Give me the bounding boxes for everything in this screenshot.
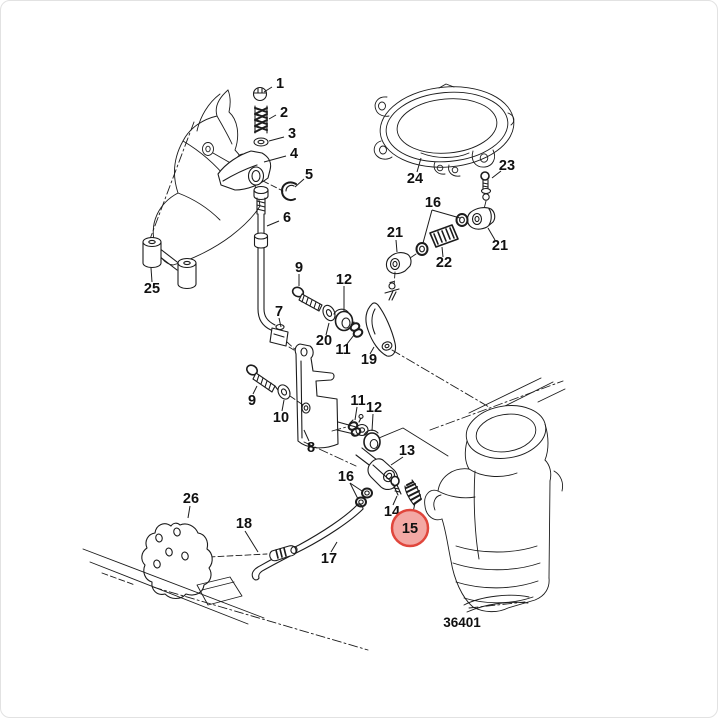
callout-7-label[interactable]: 7	[275, 304, 283, 320]
callout-21-label[interactable]: 21	[492, 238, 508, 254]
callout-leader-line	[278, 317, 282, 328]
part-8-shift-plate	[288, 343, 369, 449]
highlight-circle[interactable]	[390, 508, 430, 548]
callout-11-label[interactable]: 11	[350, 393, 365, 409]
callout-23-label[interactable]: 23	[499, 158, 515, 174]
callout-leader-line	[369, 346, 375, 355]
callout-leader-line	[263, 155, 287, 163]
callout-6-label[interactable]: 6	[283, 210, 291, 226]
part-11-clip-lower	[331, 419, 362, 437]
callout-leader-line	[349, 482, 363, 492]
callout-leader-line	[371, 413, 374, 432]
part-15-spring	[404, 479, 422, 506]
callout-leader-line	[487, 227, 496, 241]
part-6-shift-cable	[253, 197, 276, 331]
callout-leader-line	[346, 334, 355, 345]
part-21-ball-joint-right	[466, 207, 496, 230]
callout-leader-line	[281, 399, 285, 412]
callout-3-label[interactable]: 3	[288, 126, 296, 142]
callout-leader-line	[150, 267, 153, 283]
callout-15-label[interactable]: 15	[402, 521, 418, 537]
part-17-shift-rod	[251, 503, 364, 581]
callout-18-label[interactable]: 18	[236, 516, 252, 532]
callout-16-label[interactable]: 16	[338, 469, 354, 485]
callout-13-label[interactable]: 13	[399, 443, 415, 459]
part-2-spring	[254, 105, 268, 134]
callout-16-label[interactable]: 16	[425, 195, 441, 211]
part-12-bushing-lower	[363, 427, 449, 457]
callout-12-label[interactable]: 12	[336, 272, 352, 288]
callout-10-label[interactable]: 10	[273, 410, 289, 426]
callout-22-label[interactable]: 22	[436, 255, 452, 271]
part-3-washer	[253, 137, 269, 147]
part-12-bushing-upper	[333, 308, 354, 332]
part-16-locknut-upper-b	[415, 242, 429, 256]
part-4-anchor-bracket	[217, 150, 272, 201]
callout-leader-line	[187, 505, 191, 519]
callout-leader-line	[325, 322, 330, 336]
hull-reference-lines	[82, 548, 369, 651]
drawing-number: 36401	[443, 615, 481, 630]
part-9-screw-upper	[291, 286, 323, 312]
part-23-bolt	[480, 171, 492, 210]
part-20-washer	[322, 304, 336, 322]
callout-leader-line	[263, 86, 273, 93]
callout-leader-line	[303, 429, 310, 442]
part-9-screw-lower	[246, 364, 279, 393]
part-22-threaded-sleeve	[429, 224, 459, 248]
callout-leader-line	[349, 482, 359, 500]
callout-leader-line	[441, 246, 444, 258]
callout-4-label[interactable]: 4	[290, 146, 298, 162]
part-24-ring-plate	[373, 83, 515, 177]
callout-24-label[interactable]: 24	[407, 171, 423, 187]
callout-9-label[interactable]: 9	[248, 393, 256, 409]
part-16-locknut-upper-a	[455, 213, 469, 227]
callout-2-label[interactable]: 2	[280, 105, 288, 121]
callout-9-label[interactable]: 9	[295, 260, 303, 276]
callout-leader-line	[390, 456, 404, 466]
part-7-cable-end-guide	[269, 323, 300, 354]
part-14-screw	[390, 475, 402, 496]
callout-leader-line	[392, 495, 398, 506]
part-11-clip-upper	[349, 321, 364, 338]
callout-leader-line	[395, 239, 398, 253]
callout-26-label[interactable]: 26	[183, 491, 199, 507]
callout-leader-line	[268, 114, 277, 120]
callout-12-label[interactable]: 12	[366, 400, 382, 416]
callout-leader-line	[294, 178, 305, 188]
callout-25-label[interactable]: 25	[144, 281, 160, 297]
part-10-washer	[277, 384, 304, 406]
callout-leader-line	[252, 385, 258, 395]
callout-leader-line	[422, 209, 433, 244]
callout-leader-line	[244, 530, 259, 553]
callout-20-label[interactable]: 20	[316, 333, 332, 349]
callout-1-label[interactable]: 1	[276, 76, 284, 92]
callout-leader-line	[266, 220, 280, 227]
part-1-cable-barrel	[252, 86, 268, 102]
part-19-shift-lever	[365, 280, 490, 408]
callout-5-label[interactable]: 5	[305, 167, 313, 183]
callout-leader-line	[431, 209, 461, 219]
callout-11-label[interactable]: 11	[335, 342, 350, 358]
callout-leader-line	[268, 136, 285, 142]
callout-leader-line	[330, 541, 338, 553]
part-5-e-clip	[262, 180, 297, 201]
callout-leader-line	[354, 406, 358, 421]
callout-leader-line	[491, 170, 502, 179]
part-18-clevis-pin	[208, 545, 298, 562]
part-21-ball-joint-left	[385, 252, 417, 288]
callout-17-label[interactable]: 17	[321, 551, 337, 567]
callout-19-label[interactable]: 19	[361, 352, 377, 368]
drive-housing	[424, 377, 566, 613]
part-26-mount-plate	[141, 522, 243, 606]
callout-21-label[interactable]: 21	[387, 225, 403, 241]
callout-8-label[interactable]: 8	[307, 440, 315, 456]
part-25-spacer-link	[142, 236, 197, 290]
callout-leader-line	[416, 157, 422, 173]
